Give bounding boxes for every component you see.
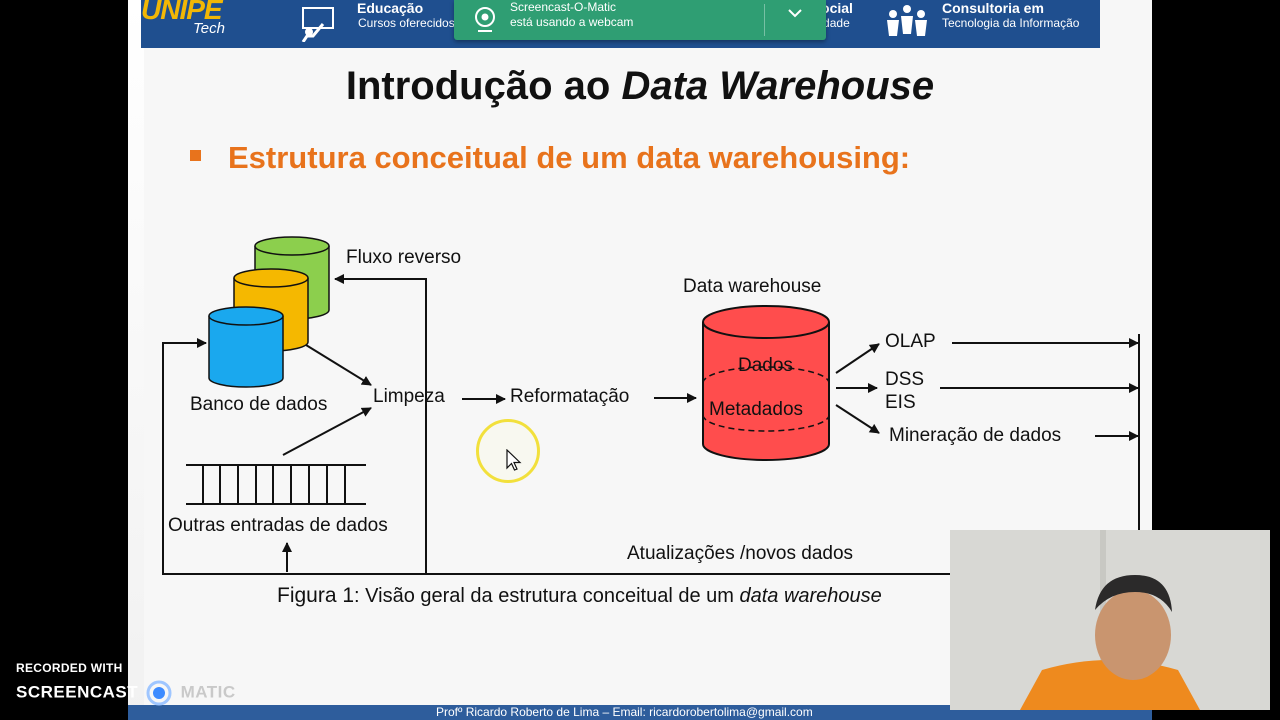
bullet-marker — [190, 150, 201, 161]
unipe-logo-sub: Tech — [193, 20, 225, 37]
database-blue — [208, 306, 284, 388]
label-fluxo-reverso: Fluxo reverso — [346, 247, 461, 268]
other-entries-shape — [186, 464, 366, 505]
feedback-loop-line — [162, 334, 1140, 575]
label-atualizacoes: Atualizações /novos dados — [627, 543, 853, 564]
recorded-with-label: RECORDED WITH — [16, 661, 123, 675]
slide-footer-bar — [128, 705, 1152, 720]
label-olap: OLAP — [885, 331, 936, 352]
record-logo-icon — [146, 680, 172, 706]
dw-divider-bottom — [702, 414, 830, 432]
notification-app-name: Screencast-O-Matic — [510, 0, 617, 14]
caption-prefix: Figura 1 — [277, 584, 355, 607]
dw-top — [702, 305, 830, 339]
header-item-title: Educação — [357, 0, 424, 16]
dw-divider-top — [702, 366, 830, 384]
db-blue-top — [208, 306, 284, 326]
unipe-logo: UNIPE — [141, 0, 223, 25]
mouse-pointer-icon — [506, 449, 522, 471]
notification-divider — [764, 4, 765, 36]
notification-message: está usando a webcam — [510, 15, 634, 29]
db-yellow-top — [233, 268, 309, 288]
label-mineracao: Mineração de dados — [889, 425, 1061, 446]
label-reformatacao: Reformatação — [510, 386, 629, 407]
chevron-down-icon[interactable] — [787, 8, 803, 20]
header-item-subtitle: Cursos oferecidos — [358, 16, 455, 30]
slide-title: Introdução ao Data Warehouse — [0, 64, 1280, 109]
dw-body — [702, 322, 830, 461]
label-dss: DSS — [885, 369, 924, 390]
webcam-notification[interactable]: Screencast-O-Matic está usando a webcam — [454, 0, 826, 40]
db-green-top — [254, 236, 330, 256]
header-item-subtitle: Tecnologia da Informação — [942, 16, 1080, 30]
brand-text: SCREENCAST — [16, 682, 139, 702]
slide-title-italic: Data Warehouse — [621, 64, 935, 108]
arrow-db-to-limpeza — [305, 344, 372, 386]
label-eis: EIS — [885, 392, 916, 413]
data-warehouse-cylinder — [702, 305, 830, 461]
arrow-dw-to-mineracao — [835, 404, 880, 434]
label-banco-de-dados: Banco de dados — [190, 394, 327, 415]
people-icon — [887, 5, 927, 36]
footer-text: Profº Ricardo Roberto de Lima – Email: r… — [436, 705, 813, 719]
arrow-dw-to-olap — [835, 343, 880, 374]
figure-caption: Figura 1: Visão geral da estrutura conce… — [277, 584, 882, 608]
presenter-video — [950, 530, 1270, 710]
label-metadados: Metadados — [709, 399, 803, 420]
db-blue-body — [208, 316, 284, 388]
header-item-title: Consultoria em — [942, 0, 1044, 16]
label-outras-entradas: Outras entradas de dados — [168, 515, 388, 536]
slide-bullet: Estrutura conceitual de um data warehous… — [228, 140, 911, 175]
slide-title-plain: Introdução ao — [345, 64, 622, 108]
webcam-icon — [475, 7, 495, 32]
slide-left-border — [128, 0, 144, 720]
arrow-entries-to-limpeza — [282, 407, 372, 456]
teacher-icon — [301, 7, 334, 42]
caption-text: : Visão geral da estrutura conceitual de… — [354, 585, 740, 607]
screencast-o-matic-logo: SCREENCAST MATIC — [16, 680, 236, 706]
caption-italic: data warehouse — [739, 585, 882, 607]
webcam-overlay — [950, 530, 1270, 710]
label-data-warehouse: Data warehouse — [683, 276, 821, 297]
label-dados: Dados — [738, 355, 793, 376]
fluxo-reverso-line — [334, 274, 427, 574]
brand-suffix: MATIC — [180, 682, 236, 702]
diagram-connectors — [162, 274, 1140, 575]
label-limpeza: Limpeza — [373, 386, 445, 407]
